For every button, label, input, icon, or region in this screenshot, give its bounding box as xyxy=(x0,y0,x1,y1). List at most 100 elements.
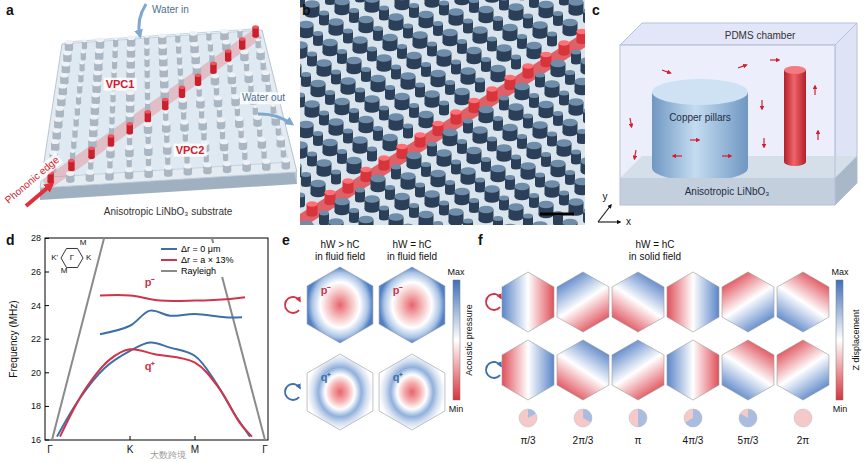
art-ellipse xyxy=(343,29,353,34)
art-ellipse xyxy=(425,90,440,98)
art-path xyxy=(685,409,702,427)
art-ellipse xyxy=(403,24,413,29)
art-ellipse xyxy=(214,86,219,89)
art-ellipse xyxy=(463,119,473,124)
art-polygon xyxy=(612,272,664,332)
art-ellipse xyxy=(181,110,186,113)
art-ellipse xyxy=(467,47,482,55)
art-ellipse xyxy=(373,126,383,131)
art-ellipse xyxy=(257,127,262,130)
art-ellipse xyxy=(92,82,100,87)
art-ellipse xyxy=(245,72,253,77)
figure-label: Frequency (MHz) xyxy=(8,300,20,377)
art-ellipse xyxy=(431,170,446,178)
art-ellipse xyxy=(581,57,586,65)
panel-letter: c xyxy=(592,2,600,18)
figure-label: q⁺ xyxy=(145,360,156,373)
art-ellipse xyxy=(214,96,222,101)
solid-field-maps xyxy=(486,272,843,427)
art-ellipse xyxy=(365,0,380,3)
art-ellipse xyxy=(545,80,560,88)
art-ellipse xyxy=(337,149,347,154)
art-ellipse xyxy=(127,135,132,138)
art-ellipse xyxy=(51,139,59,144)
art-ellipse xyxy=(329,18,344,26)
art-ellipse xyxy=(367,47,377,52)
art-path xyxy=(528,409,536,418)
art-ellipse xyxy=(461,167,476,175)
art-ellipse xyxy=(409,103,419,108)
art-ellipse xyxy=(319,11,329,16)
art-ellipse xyxy=(164,133,169,136)
art-ellipse xyxy=(317,159,332,167)
art-ellipse xyxy=(377,54,392,62)
panel-letter: d xyxy=(6,232,15,248)
art-rect xyxy=(453,280,460,400)
art-ellipse xyxy=(481,57,491,62)
art-ellipse xyxy=(240,50,248,55)
art-ellipse xyxy=(125,168,133,173)
art-polygon xyxy=(502,272,554,332)
art-ellipse xyxy=(397,144,408,150)
art-ellipse xyxy=(479,6,494,14)
art-line xyxy=(630,118,632,127)
art-ellipse xyxy=(571,50,581,55)
art-ellipse xyxy=(242,160,250,165)
art-ellipse xyxy=(72,128,77,131)
art-ellipse xyxy=(499,96,509,101)
art-ellipse xyxy=(511,55,521,60)
figure-label: 2π xyxy=(797,435,809,447)
legend: Δr = 0 μmΔr = a × 13%Rayleigh xyxy=(158,243,237,277)
art-ellipse xyxy=(196,97,204,102)
art-ellipse xyxy=(144,166,152,171)
art-ellipse xyxy=(300,21,314,29)
art-ellipse xyxy=(349,208,359,213)
art-ellipse xyxy=(365,95,380,103)
legend-row: Δr = 0 μm xyxy=(161,244,234,255)
art-ellipse xyxy=(485,0,500,3)
art-ellipse xyxy=(313,31,323,36)
art-ellipse xyxy=(311,180,326,188)
art-ellipse xyxy=(92,93,100,98)
art-ellipse xyxy=(253,105,258,108)
art-ellipse xyxy=(253,115,261,120)
art-ellipse xyxy=(180,120,188,125)
art-ellipse xyxy=(367,147,377,152)
figure-label: p⁻ xyxy=(321,284,332,297)
art-rect xyxy=(784,70,806,162)
figure-label: 5π/3 xyxy=(738,435,759,447)
art-ellipse xyxy=(509,3,524,11)
art-ellipse xyxy=(563,119,578,127)
art-ellipse xyxy=(145,110,151,114)
art-ellipse xyxy=(57,95,65,100)
art-ellipse xyxy=(144,144,152,149)
art-polygon xyxy=(835,156,857,205)
art-ellipse xyxy=(78,73,83,76)
figure-label: 28 xyxy=(31,233,41,243)
art-ellipse xyxy=(74,117,79,120)
art-rect xyxy=(529,0,539,6)
figure-label: q⁺ xyxy=(321,371,332,384)
art-path xyxy=(60,349,252,437)
art-ellipse xyxy=(281,148,286,151)
art-ellipse xyxy=(323,39,338,47)
art-ellipse xyxy=(160,77,168,82)
art-ellipse xyxy=(419,211,434,219)
figure-label: Min xyxy=(449,404,464,414)
art-ellipse xyxy=(126,113,134,118)
art-ellipse xyxy=(505,75,516,81)
figure-label: 大数跨境 xyxy=(150,450,186,460)
art-ellipse xyxy=(127,35,135,40)
art-ellipse xyxy=(415,183,425,188)
art-ellipse xyxy=(553,11,563,16)
art-ellipse xyxy=(353,36,368,44)
art-ellipse xyxy=(56,106,64,111)
art-ellipse xyxy=(535,173,545,178)
art-ellipse xyxy=(127,57,135,62)
art-ellipse xyxy=(164,165,172,170)
art-ellipse xyxy=(329,118,344,126)
art-ellipse xyxy=(307,152,317,157)
art-polygon xyxy=(777,340,829,400)
art-ellipse xyxy=(313,131,323,136)
art-ellipse xyxy=(389,13,404,21)
